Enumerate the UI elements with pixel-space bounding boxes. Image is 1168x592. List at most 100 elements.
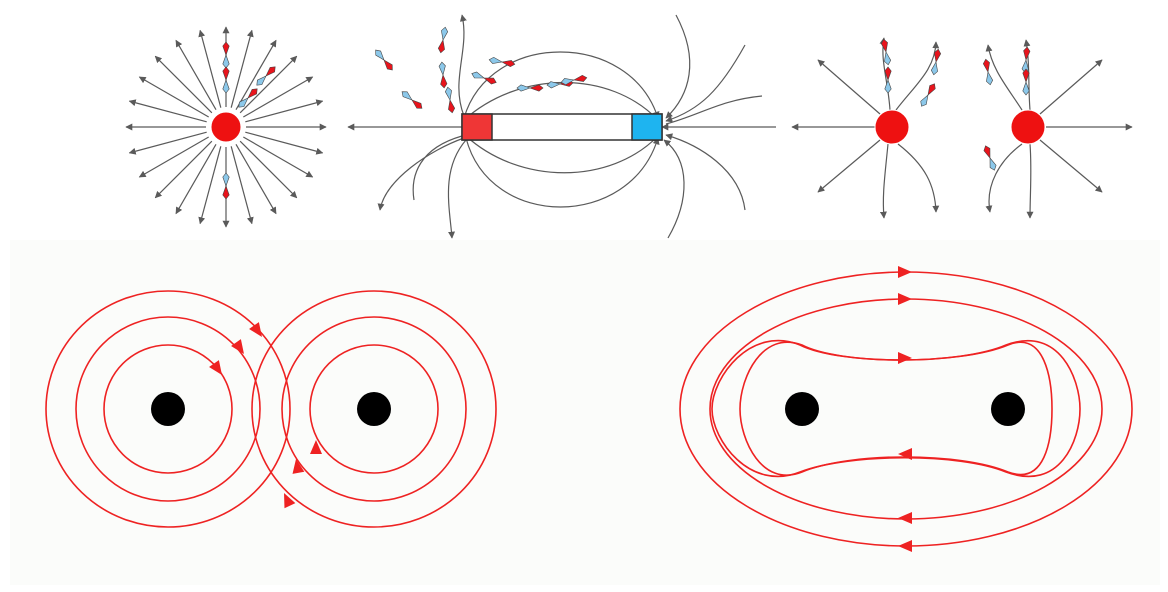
- compass-needle: [256, 66, 276, 86]
- compass-needle: [920, 83, 936, 107]
- field-line: [985, 44, 1023, 111]
- current-loops: [45, 290, 497, 528]
- field-line: [665, 14, 691, 119]
- radial-field-line: [230, 146, 254, 225]
- field-loop: [251, 290, 497, 528]
- compass-needle: [222, 172, 230, 200]
- radial-field-line: [243, 136, 314, 178]
- compass-needle: [884, 66, 892, 94]
- radial-field-line: [239, 55, 298, 114]
- parallel-currents-panel: [679, 266, 1133, 552]
- compass-needle: [983, 145, 997, 171]
- radial-field-line: [235, 144, 277, 215]
- compass-needle: [471, 71, 497, 85]
- field-line: [985, 143, 1023, 213]
- compass-needles: [375, 26, 588, 114]
- radial-field-line: [198, 146, 222, 225]
- compass-needle: [401, 91, 423, 109]
- direction-arrowhead: [310, 440, 322, 454]
- compass-needle: [560, 74, 588, 86]
- wire-right: [991, 392, 1025, 426]
- compass-needle: [1022, 68, 1030, 96]
- field-line: [465, 135, 659, 174]
- direction-arrowhead: [898, 448, 912, 460]
- radial-field-line: [154, 55, 213, 114]
- magnet-blue-pole: [631, 113, 663, 141]
- radial-field-line: [243, 76, 314, 118]
- compass-needle: [222, 66, 230, 94]
- field-line: [412, 135, 463, 201]
- field-loop: [45, 290, 291, 528]
- two-poles-panel: [791, 37, 1133, 219]
- field-line: [463, 51, 660, 119]
- direction-arrowhead: [898, 352, 912, 364]
- red-pole-left: [874, 109, 910, 145]
- direction-arrowhead: [898, 293, 912, 305]
- radial-field-line: [198, 29, 222, 108]
- field-line: [1026, 143, 1034, 219]
- radial-field-line: [154, 140, 213, 199]
- compass-needle: [982, 58, 994, 86]
- field-loop: [281, 316, 467, 502]
- field-loop: [309, 344, 439, 474]
- single-pole-panel: [125, 26, 327, 228]
- compass-needle: [444, 86, 456, 114]
- direction-arrowhead: [231, 339, 244, 354]
- compass-needle: [222, 41, 230, 69]
- compass-needle: [880, 38, 892, 66]
- compass-needle: [516, 84, 544, 92]
- bar-magnet-panel: [347, 14, 776, 239]
- field-line: [665, 95, 763, 125]
- field-line: [817, 59, 881, 115]
- radial-field-line: [235, 39, 277, 110]
- compass-needle: [930, 48, 942, 76]
- direction-arrowhead: [284, 493, 296, 509]
- direction-arrowhead: [249, 322, 262, 337]
- lower-panel-background: [10, 240, 1160, 585]
- wire-right: [357, 392, 391, 426]
- radial-field-line: [245, 131, 324, 155]
- compass-needle: [488, 56, 516, 68]
- field-line: [879, 143, 889, 219]
- field-line: [817, 139, 881, 193]
- wire-left: [785, 392, 819, 426]
- direction-arrowhead: [209, 360, 222, 375]
- field-line: [465, 137, 660, 208]
- direction-arrowhead: [898, 266, 912, 278]
- compass-needle: [375, 49, 393, 71]
- red-pole: [210, 111, 242, 143]
- direction-arrowhead: [898, 540, 912, 552]
- field-loop: [739, 341, 1053, 476]
- field-line: [665, 44, 746, 123]
- radial-field-line: [239, 140, 298, 199]
- field-line: [663, 139, 685, 239]
- wire-left: [151, 392, 185, 426]
- loop-direction-arrows: [209, 322, 322, 509]
- repelling-field-lines: [791, 37, 1133, 219]
- radial-field-line: [138, 76, 209, 118]
- field-loop: [103, 344, 233, 474]
- direction-arrowhead: [898, 512, 912, 524]
- field-line: [665, 133, 746, 211]
- compass-needle: [238, 88, 258, 108]
- compass-needles: [222, 41, 276, 200]
- field-line: [897, 143, 940, 213]
- field-loop: [75, 316, 261, 502]
- field-line: [895, 41, 940, 111]
- field-line: [458, 14, 467, 117]
- radial-field-line: [230, 29, 254, 108]
- field-line: [447, 139, 467, 239]
- radial-field-line: [128, 131, 207, 155]
- compass-needle: [438, 61, 448, 89]
- radial-field-line: [245, 99, 324, 123]
- field-line: [1039, 59, 1103, 115]
- radial-field-line: [128, 99, 207, 123]
- radial-field-line: [175, 39, 217, 110]
- direction-arrowhead: [292, 459, 305, 474]
- field-line: [377, 137, 465, 211]
- compass-needles: [880, 38, 1031, 171]
- loop-direction-arrows: [898, 266, 912, 552]
- radial-field-line: [175, 144, 217, 215]
